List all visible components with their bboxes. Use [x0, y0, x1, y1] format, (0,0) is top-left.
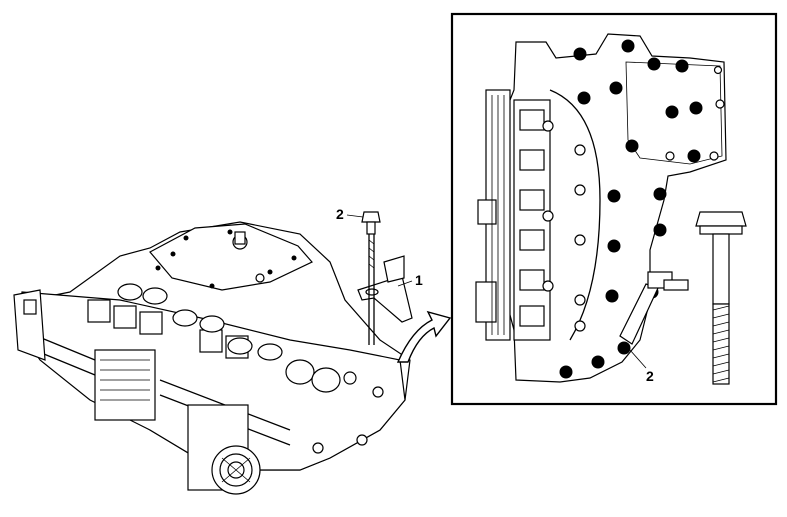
- leader-line-2-main: [346, 214, 364, 218]
- leader-line-1: [397, 280, 413, 287]
- callout-1: 1: [415, 272, 423, 288]
- detail-bracket: [619, 271, 689, 345]
- detail-solenoid-stack: [475, 89, 601, 341]
- solenoid-row: [87, 283, 341, 393]
- detail-arrow-icon: [396, 310, 452, 363]
- wiring-harness-bracket: [357, 255, 413, 323]
- valve-body-assembly: [13, 221, 411, 495]
- bracket-bolt-detail: [695, 211, 747, 385]
- detail-inset: 2: [450, 12, 778, 406]
- callout-2-main: 2: [336, 206, 344, 222]
- round-connector: [187, 404, 261, 495]
- callout-2-detail: 2: [646, 368, 654, 384]
- leader-line-2-detail: [629, 349, 647, 369]
- bracket-bolt-main: [361, 211, 381, 345]
- detail-open-holes: [542, 65, 725, 332]
